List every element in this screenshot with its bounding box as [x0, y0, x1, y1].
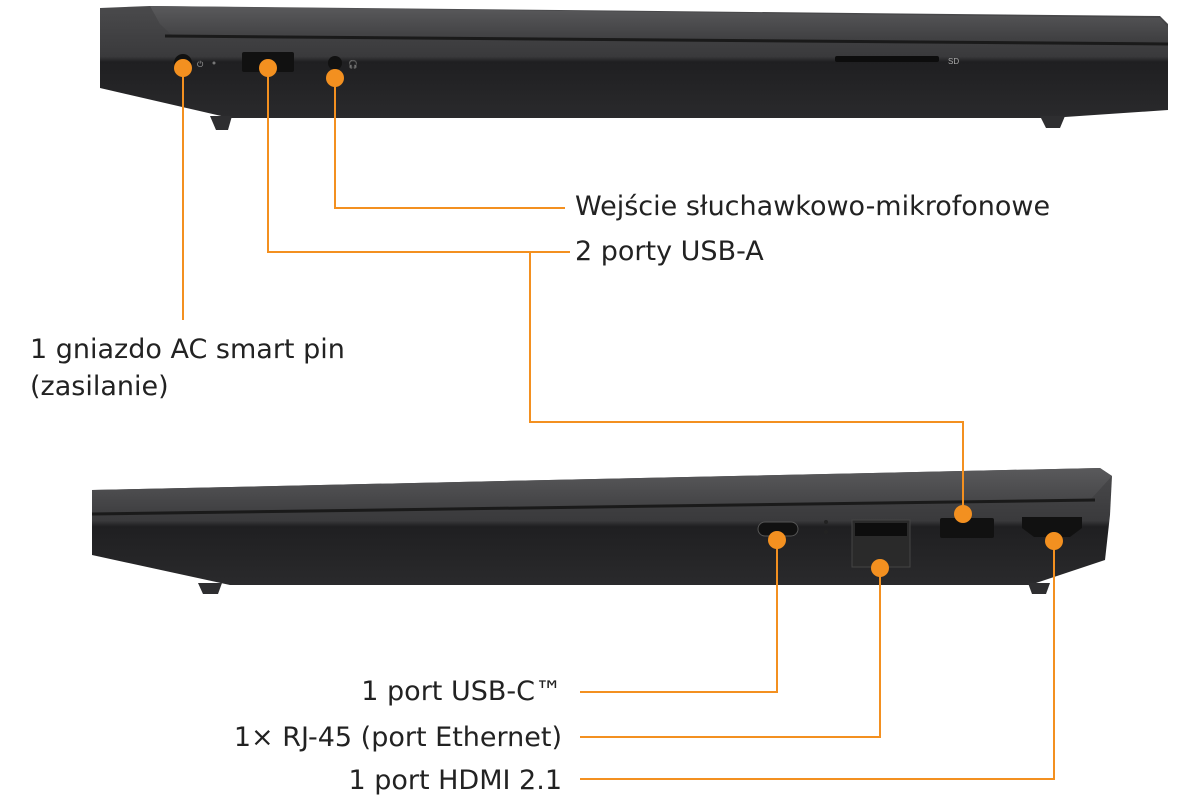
hdmi-port	[1022, 517, 1082, 537]
sd-card-slot	[835, 56, 939, 62]
label-ac-power: 1 gniazdo AC smart pin	[30, 334, 345, 365]
headset-icon: 🎧	[348, 59, 358, 69]
foot	[1028, 583, 1050, 594]
foot	[1040, 116, 1065, 128]
label-hdmi: 1 port HDMI 2.1	[348, 765, 562, 796]
headphone-jack	[328, 56, 342, 70]
foot	[198, 583, 222, 594]
callout-lines	[174, 59, 1063, 780]
label-usb-a: 2 porty USB-A	[575, 236, 764, 267]
usb-a-port	[940, 518, 994, 538]
label-usb-c: 1 port USB-C™	[361, 676, 562, 707]
power-icon: ⏻	[197, 60, 204, 69]
foot	[210, 116, 232, 130]
label-headphone-jack: Wejście słuchawkowo-mikrofonowe	[575, 191, 1050, 222]
label-rj45: 1× RJ-45 (port Ethernet)	[234, 722, 562, 753]
laptop-right-side	[91, 468, 1112, 594]
sd-label: SD	[948, 57, 959, 66]
label-ac-power-sub: (zasilanie)	[30, 371, 169, 402]
